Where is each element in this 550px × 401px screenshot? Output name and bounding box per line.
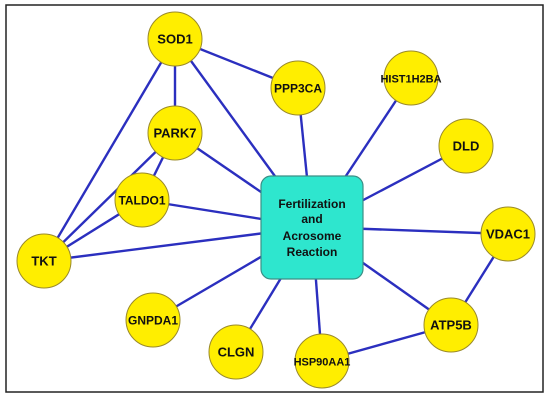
node-atp5b[interactable]: ATP5B (423, 297, 479, 353)
node-atp5b-label: ATP5B (430, 318, 472, 333)
edge-park7-tkt (43, 132, 176, 262)
node-tkt[interactable]: TKT (16, 233, 72, 289)
edge-sod1-tkt (42, 38, 177, 262)
node-hist1h2ba-circle (383, 50, 439, 106)
node-hsp90aa1-label: HSP90AA1 (294, 357, 351, 369)
center-node-line-4: Reaction (287, 245, 338, 259)
node-atp5b-circle (423, 297, 479, 353)
node-clgn-label: CLGN (218, 345, 255, 360)
node-gnpda1-circle (125, 292, 181, 348)
node-gnpda1[interactable]: GNPDA1 (125, 292, 181, 348)
node-taldo1-label: TALDO1 (118, 194, 165, 208)
node-sod1-label: SOD1 (157, 32, 192, 47)
node-sod1[interactable]: SOD1 (147, 11, 203, 67)
center-node-line-1: Fertilization (278, 197, 345, 211)
node-dld-circle (438, 118, 494, 174)
node-tkt-label: TKT (31, 254, 56, 269)
node-clgn[interactable]: CLGN (208, 324, 264, 380)
node-dld[interactable]: DLD (438, 118, 494, 174)
node-vdac1[interactable]: VDAC1 (480, 206, 536, 262)
node-taldo1-circle (114, 172, 170, 228)
node-park7-circle (147, 105, 203, 161)
node-hsp90aa1[interactable]: HSP90AA1 (294, 333, 351, 389)
node-park7-label: PARK7 (153, 126, 196, 141)
node-dld-label: DLD (453, 139, 480, 154)
node-ppp3ca-circle (270, 60, 326, 116)
node-gnpda1-label: GNPDA1 (128, 314, 178, 328)
node-vdac1-label: VDAC1 (486, 227, 530, 242)
node-hist1h2ba[interactable]: HIST1H2BA (380, 50, 442, 106)
node-hist1h2ba-label: HIST1H2BA (380, 74, 441, 86)
center-node-line-3: Acrosome (283, 229, 342, 243)
center-node-fertilization-acrosome-reaction[interactable]: Fertilization and Acrosome Reaction (260, 175, 364, 280)
center-node-box (260, 175, 364, 280)
node-tkt-circle (16, 233, 72, 289)
center-node-line-2: and (301, 212, 322, 226)
node-clgn-circle (208, 324, 264, 380)
node-sod1-circle (147, 11, 203, 67)
node-hsp90aa1-circle (294, 333, 350, 389)
node-park7[interactable]: PARK7 (147, 105, 203, 161)
node-ppp3ca[interactable]: PPP3CA (270, 60, 326, 116)
node-ppp3ca-label: PPP3CA (274, 82, 322, 96)
node-vdac1-circle (480, 206, 536, 262)
node-taldo1[interactable]: TALDO1 (114, 172, 170, 228)
